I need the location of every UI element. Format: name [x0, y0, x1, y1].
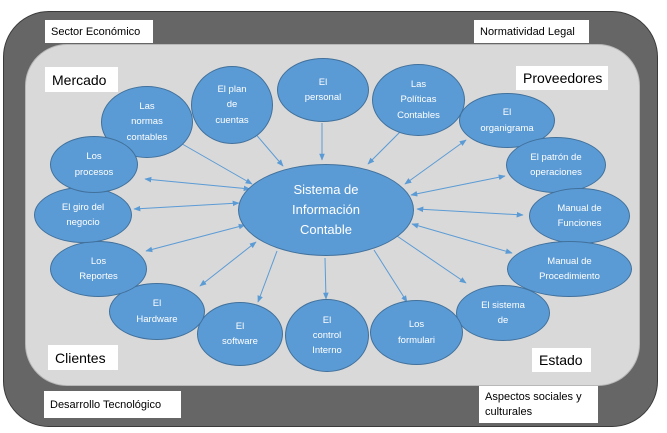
politicas-contables-node: Las Políticas Contables	[372, 64, 465, 136]
giro-negocio-node: El giro del negocio	[34, 187, 132, 243]
arrow-hardware	[199, 241, 257, 287]
manual-procedimiento-node: Manual de Procedimiento	[507, 241, 632, 297]
personal-node: El personal	[277, 58, 369, 122]
software-node: El software	[197, 302, 283, 366]
sistema-de-node: El sistema de	[456, 285, 550, 341]
formularios-node: Los formulari	[370, 300, 463, 365]
mercado-label: Mercado	[45, 67, 118, 92]
arrow-procesos	[144, 176, 251, 192]
arrow-sistema-de	[396, 235, 467, 284]
arrow-giro-negocio	[133, 200, 240, 212]
patron-operaciones-node: El patrón de operaciones	[506, 137, 606, 193]
arrow-plan-cuentas	[252, 130, 284, 167]
arrow-patron-operaciones	[410, 174, 506, 197]
sector-economico-label: Sector Económico	[45, 20, 153, 43]
arrow-organigrama	[404, 139, 467, 185]
estado-label: Estado	[532, 348, 591, 372]
proveedores-label: Proveedores	[516, 66, 608, 90]
aspectos-sociales-label: Aspectos sociales y culturales	[479, 386, 598, 423]
arrow-reportes	[145, 223, 246, 253]
clientes-label: Clientes	[48, 345, 118, 370]
arrow-formularios	[373, 249, 408, 303]
desarrollo-tecnologico-label: Desarrollo Tecnológico	[44, 391, 181, 418]
control-interno-node: El control Interno	[285, 299, 369, 372]
plan-cuentas-node: El plan de cuentas	[191, 66, 273, 144]
arrow-control-interno	[323, 257, 329, 300]
manual-funciones-node: Manual de Funciones	[529, 188, 630, 244]
arrow-manual-funciones	[416, 206, 524, 218]
hardware-node: El Hardware	[109, 283, 205, 340]
reportes-node: Los Reportes	[50, 241, 147, 297]
arrow-software	[257, 250, 278, 303]
normatividad-legal-label: Normatividad Legal	[474, 20, 589, 43]
arrow-normas-contables	[176, 140, 253, 185]
arrow-politicas-contables	[367, 128, 404, 165]
procesos-node: Los procesos	[50, 136, 138, 193]
sistema-informacion-contable-node: Sistema de Información Contable	[238, 164, 414, 256]
arrow-manual-procedimiento	[411, 223, 513, 254]
